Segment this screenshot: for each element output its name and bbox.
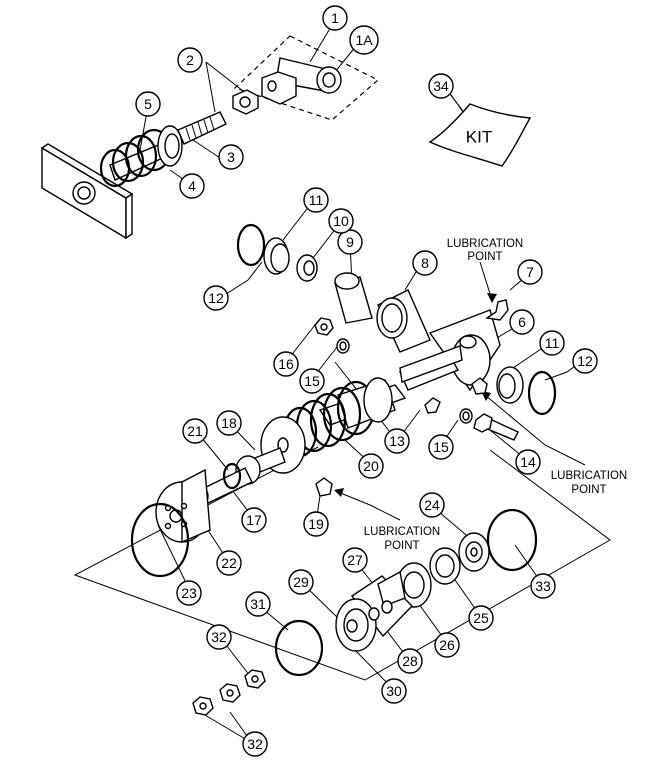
svg-text:21: 21 [187, 423, 203, 439]
svg-text:7: 7 [526, 264, 534, 280]
callout-24: 24 [419, 492, 445, 518]
svg-text:12: 12 [208, 290, 224, 306]
callout-13: 13 [384, 428, 410, 454]
svg-text:4: 4 [188, 178, 196, 194]
callout-12-right: 12 [572, 348, 598, 374]
svg-text:34: 34 [433, 78, 449, 94]
svg-text:31: 31 [250, 596, 266, 612]
svg-text:19: 19 [308, 516, 324, 532]
svg-text:11: 11 [309, 192, 324, 208]
svg-text:15: 15 [433, 439, 449, 455]
callout-12-left: 12 [203, 285, 229, 311]
callout-29: 29 [288, 569, 314, 595]
svg-text:13: 13 [389, 433, 405, 449]
callout-6: 6 [509, 309, 535, 335]
callout-4: 4 [179, 173, 205, 199]
callout-32-lower: 32 [242, 731, 268, 757]
callout-2: 2 [177, 47, 203, 73]
svg-text:9: 9 [346, 234, 354, 250]
spring-assembly [99, 111, 227, 188]
callout-11-left: 11 [303, 187, 329, 213]
valve-components [192, 508, 538, 716]
callout-15-right: 15 [428, 434, 454, 460]
lubrication-note-top: LUBRICATION POINT [447, 238, 523, 263]
callout-26: 26 [434, 632, 460, 658]
callout-20: 20 [358, 453, 384, 479]
svg-text:32: 32 [211, 629, 227, 645]
callout-1a: 1A [349, 25, 379, 55]
svg-text:1A: 1A [355, 32, 373, 48]
svg-text:3: 3 [227, 149, 235, 165]
callout-3: 3 [218, 144, 244, 170]
svg-text:24: 24 [424, 497, 440, 513]
callout-27: 27 [342, 547, 368, 573]
svg-text:20: 20 [363, 458, 379, 474]
lubrication-note-right: LUBRICATION POINT [551, 470, 627, 496]
callout-15-left: 15 [299, 368, 325, 394]
callout-19: 19 [303, 511, 329, 537]
callout-10: 10 [328, 208, 354, 234]
svg-text:33: 33 [535, 578, 551, 594]
callout-28: 28 [397, 648, 423, 674]
callouts: 1 1A 2 3 4 5 6 7 8 9 10 11 11 12 12 13 1… [135, 5, 598, 757]
svg-text:14: 14 [520, 454, 536, 470]
svg-text:6: 6 [518, 314, 526, 330]
svg-text:16: 16 [278, 356, 294, 372]
callout-34: 34 [428, 73, 454, 99]
svg-text:28: 28 [402, 653, 418, 669]
point-label-right: POINT [571, 484, 606, 496]
point-label-bottom: POINT [384, 540, 419, 552]
svg-text:29: 29 [293, 574, 309, 590]
svg-text:10: 10 [333, 213, 349, 229]
svg-text:11: 11 [545, 335, 560, 351]
svg-text:30: 30 [386, 683, 402, 699]
lubrication-label-top: LUBRICATION [447, 238, 523, 250]
svg-text:8: 8 [421, 255, 429, 271]
svg-text:22: 22 [221, 555, 237, 571]
svg-text:5: 5 [144, 96, 152, 112]
point-label-top: POINT [467, 251, 502, 263]
mounting-bracket [40, 143, 134, 240]
lubrication-label-bottom: LUBRICATION [364, 526, 440, 538]
svg-text:32: 32 [247, 736, 263, 752]
callout-31: 31 [245, 591, 271, 617]
callout-1: 1 [322, 5, 348, 31]
cylinder-components [130, 223, 557, 578]
callout-16: 16 [273, 351, 299, 377]
handle-subassembly [232, 35, 380, 121]
callout-7: 7 [517, 259, 543, 285]
svg-text:12: 12 [577, 353, 593, 369]
svg-text:1: 1 [331, 10, 339, 26]
svg-text:26: 26 [439, 637, 455, 653]
callout-11-right: 11 [539, 330, 565, 356]
svg-text:18: 18 [221, 415, 237, 431]
callout-18: 18 [216, 410, 242, 436]
callout-23: 23 [176, 580, 202, 606]
callout-25: 25 [468, 605, 494, 631]
svg-text:2: 2 [186, 52, 194, 68]
assembly-outline [73, 446, 611, 681]
callout-14: 14 [515, 449, 541, 475]
callout-22: 22 [216, 550, 242, 576]
callout-17: 17 [241, 507, 267, 533]
svg-text:25: 25 [473, 610, 489, 626]
svg-text:15: 15 [304, 373, 320, 389]
callout-21: 21 [182, 418, 208, 444]
lubrication-note-bottom: LUBRICATION POINT [364, 526, 440, 552]
lubrication-label-right: LUBRICATION [551, 470, 627, 482]
svg-text:17: 17 [246, 512, 262, 528]
callout-9: 9 [337, 229, 363, 255]
callout-32-upper: 32 [206, 624, 232, 650]
callout-5: 5 [135, 91, 161, 117]
kit-label: KIT [466, 128, 492, 147]
callout-30: 30 [381, 678, 407, 704]
callout-8: 8 [412, 250, 438, 276]
callout-33: 33 [530, 573, 556, 599]
svg-text:23: 23 [181, 585, 197, 601]
svg-text:27: 27 [347, 552, 363, 568]
kit-package: KIT [428, 103, 532, 167]
